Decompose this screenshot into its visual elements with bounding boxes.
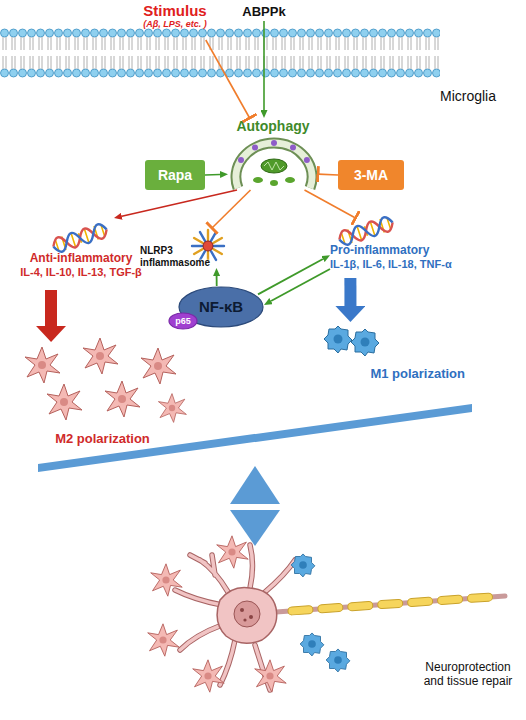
cargo	[285, 177, 295, 183]
node-text: M2 polarization	[15, 432, 190, 447]
ellipse-shape	[169, 313, 197, 329]
node-text: Rapa	[145, 167, 205, 183]
activation-arrow	[271, 269, 330, 301]
m2-microglia	[217, 536, 249, 568]
m2-microglia	[193, 660, 225, 692]
subunit-ellipse: p65	[168, 312, 198, 330]
m2-microglia	[151, 564, 183, 596]
m2-microglia	[148, 624, 180, 656]
lc3-dot	[290, 145, 296, 151]
node-text: Stimulus	[120, 2, 230, 19]
dna-icon	[45, 203, 109, 254]
cytokine-group: Pro-inflammatoryIL-1β, IL-6, IL-18, TNF-…	[330, 218, 500, 278]
myelin-segment	[318, 603, 343, 613]
inhibition-arrow	[305, 190, 356, 218]
node-text: IL-4, IL-10, IL-13, TGF-β	[6, 266, 156, 279]
m2-microglia	[158, 394, 186, 423]
activation-arrow	[45, 290, 57, 326]
m1-microglia	[326, 649, 350, 672]
m2-microglia	[83, 338, 118, 374]
node-text: Anti-inflammatory	[6, 252, 156, 266]
node-text: 3-MA	[338, 167, 404, 183]
chromatin-dot	[240, 608, 244, 612]
outcome-label: Neuroprotection and tissue repair	[418, 660, 518, 689]
myelin-sheath	[288, 593, 493, 615]
node-text: M1 polarization	[320, 367, 465, 382]
lc3-dot	[238, 157, 244, 163]
m2-microglia	[105, 381, 140, 417]
lc3-dot	[252, 145, 258, 151]
m2-microglia	[141, 348, 176, 384]
dendrites	[175, 545, 295, 690]
chromatin-dot	[249, 615, 253, 619]
m2-microglia	[25, 347, 60, 383]
myelin-segment	[407, 597, 432, 607]
inhibitor-box: 3-MA	[338, 160, 404, 190]
microglia-group: M1 polarization	[320, 322, 465, 382]
myelin-segment	[467, 593, 492, 603]
lc3-dot	[304, 157, 310, 163]
m1-microglia	[300, 633, 324, 656]
autophagosome: Autophagy	[228, 118, 318, 190]
myelin-segment	[437, 595, 462, 605]
microglia-group: M2 polarization	[15, 342, 190, 447]
neuron-nucleus	[234, 601, 260, 627]
transcription-factor-ellipse: NF-κBp65	[178, 286, 264, 328]
m1-microglia	[291, 554, 315, 577]
autophagosome-shape	[236, 140, 312, 188]
inhibition-arrow	[318, 173, 338, 175]
neuron-soma	[217, 588, 277, 644]
m2-microglia	[255, 660, 287, 692]
m2-microglia	[47, 384, 82, 420]
node-text: NLRP3 inflammasome	[140, 245, 230, 268]
myelin-segment	[377, 599, 402, 609]
cargo	[270, 180, 278, 186]
node-text: Autophagy	[228, 118, 318, 134]
balance-fulcrum	[230, 510, 280, 546]
activation-arrow	[258, 259, 323, 294]
activator-label: ABPPk	[238, 3, 290, 21]
inflammasome-label: NLRP3 inflammasome	[140, 228, 230, 268]
m1-microglia	[351, 329, 379, 356]
myelin-segment	[348, 601, 373, 611]
activation-arrow	[263, 21, 265, 110]
dendrites-outline	[175, 545, 295, 690]
inhibition-arrow	[212, 190, 251, 228]
activation-arrow	[205, 174, 220, 176]
mitochondrion-cristae	[264, 162, 284, 170]
stimulus-label: Stimulus(Aβ, LPS, etc. )	[120, 2, 230, 40]
node-text: (Aβ, LPS, etc. )	[120, 19, 230, 29]
cargo	[253, 177, 263, 183]
cytokine-group: Anti-inflammatoryIL-4, IL-10, IL-13, TGF…	[6, 218, 156, 290]
m1-microglia	[324, 326, 352, 353]
cell-type-label: Microglia	[440, 88, 522, 105]
cell-membrane	[0, 28, 440, 78]
myelin-segment	[288, 605, 313, 615]
inflammasome-core	[203, 241, 213, 251]
mitochondrion	[261, 159, 287, 173]
node-text: NF-κB	[178, 298, 264, 315]
autophagosome-outer	[236, 143, 312, 188]
node-text: ABPPk	[238, 5, 290, 20]
node-text: Pro-inflammatory	[330, 244, 500, 258]
activation-arrow	[122, 190, 237, 216]
node-text: p65	[168, 316, 198, 326]
activation-arrow	[344, 278, 356, 306]
drug-box: Rapa	[145, 160, 205, 190]
dna-icon	[331, 196, 395, 247]
lc3-dot	[271, 140, 277, 146]
inhibition-arrow	[206, 40, 250, 118]
chromatin-dot	[243, 618, 246, 621]
activation-arrow	[216, 276, 218, 286]
autophagosome-inner	[236, 143, 312, 188]
node-text: IL-1β, IL-6, IL-18, TNF-α	[330, 258, 500, 271]
balance-fulcrum	[230, 466, 280, 504]
